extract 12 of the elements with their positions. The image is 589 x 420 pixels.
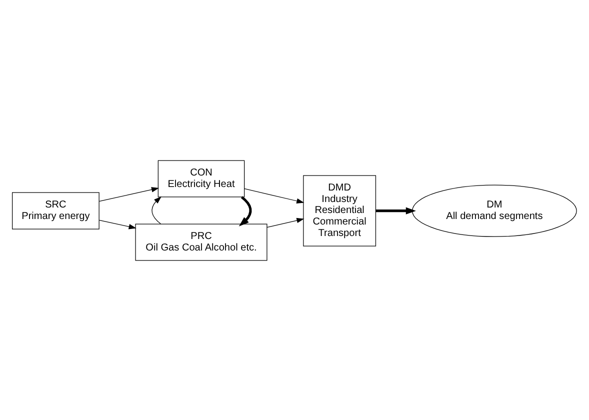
arrow bbox=[376, 206, 416, 214]
arrow bbox=[266, 217, 304, 228]
node-box: SRC Primary energy bbox=[12, 192, 100, 229]
arrow bbox=[238, 196, 252, 226]
arrow bbox=[244, 188, 304, 204]
arrow bbox=[98, 219, 136, 229]
arrow bbox=[98, 186, 160, 202]
node-box: PRC Oil Gas Coal Alcohol etc. bbox=[135, 223, 268, 260]
node-ellipse: DM All demand segments bbox=[412, 184, 577, 236]
arrow bbox=[152, 196, 162, 224]
node-box: DMD Industry Residential Commercial Transport bbox=[303, 174, 376, 246]
node-box: CON Electricity Heat bbox=[158, 160, 245, 197]
